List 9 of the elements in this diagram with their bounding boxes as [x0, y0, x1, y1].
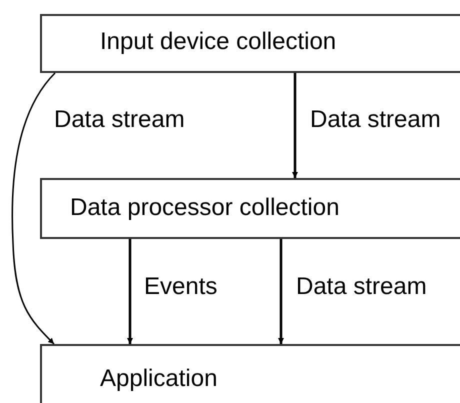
box-label: Application: [100, 367, 218, 391]
process-box: [40, 14, 460, 73]
box-label: Data processor collection: [70, 196, 340, 220]
arrow: [127, 239, 133, 344]
arrow: [12, 72, 56, 345]
arrow: [278, 239, 284, 344]
process-box: [40, 178, 460, 239]
arrow: [292, 73, 298, 178]
box-label: Input device collection: [100, 30, 336, 54]
